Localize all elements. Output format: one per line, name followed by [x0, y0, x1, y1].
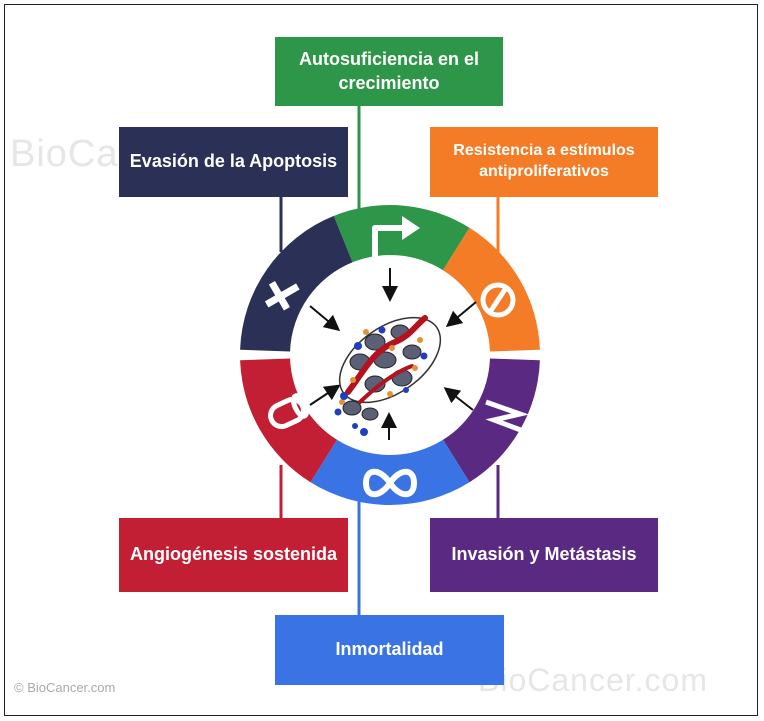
figure-frame [4, 4, 758, 716]
bent-arrow-icon [372, 225, 408, 265]
watermark-bottom-right: BioCancer.com [478, 662, 708, 698]
copyright-notice: © BioCancer.com [14, 680, 116, 695]
infinity-icon [362, 468, 418, 498]
antiproliferative-resistance-box: Resistencia a estímulos antiproliferativ… [430, 127, 658, 197]
blocked-circle-icon [480, 282, 516, 318]
ring-segment-antiproliferative [442, 227, 540, 352]
cell-cluster [334, 315, 442, 436]
growth-self-sufficiency-box: Autosuficiencia en el crecimiento [275, 37, 503, 106]
cross-icon [264, 281, 300, 311]
tube-icon [268, 393, 309, 430]
ring-segment-apoptosis [240, 215, 353, 352]
angiogenesis-box: Angiogénesis sostenida [119, 518, 348, 592]
arrow-upper-right [445, 301, 477, 328]
arrow-lower-right [443, 387, 474, 411]
immortality-box: Inmortalidad [275, 615, 504, 685]
ring-segment-growth [333, 204, 470, 271]
ring-segment-immortality [310, 439, 470, 505]
invasion-metastasis-box: Invasión y Metástasis [430, 518, 658, 592]
apoptosis-evasion-box: Evasión de la Apoptosis [119, 127, 348, 197]
bent-arrow-head [402, 216, 420, 240]
arrow-upper-left [309, 305, 341, 332]
arrow-lower-left [309, 384, 341, 406]
zigzag-icon [485, 399, 529, 435]
ring-segment-angiogenesis [240, 358, 338, 483]
